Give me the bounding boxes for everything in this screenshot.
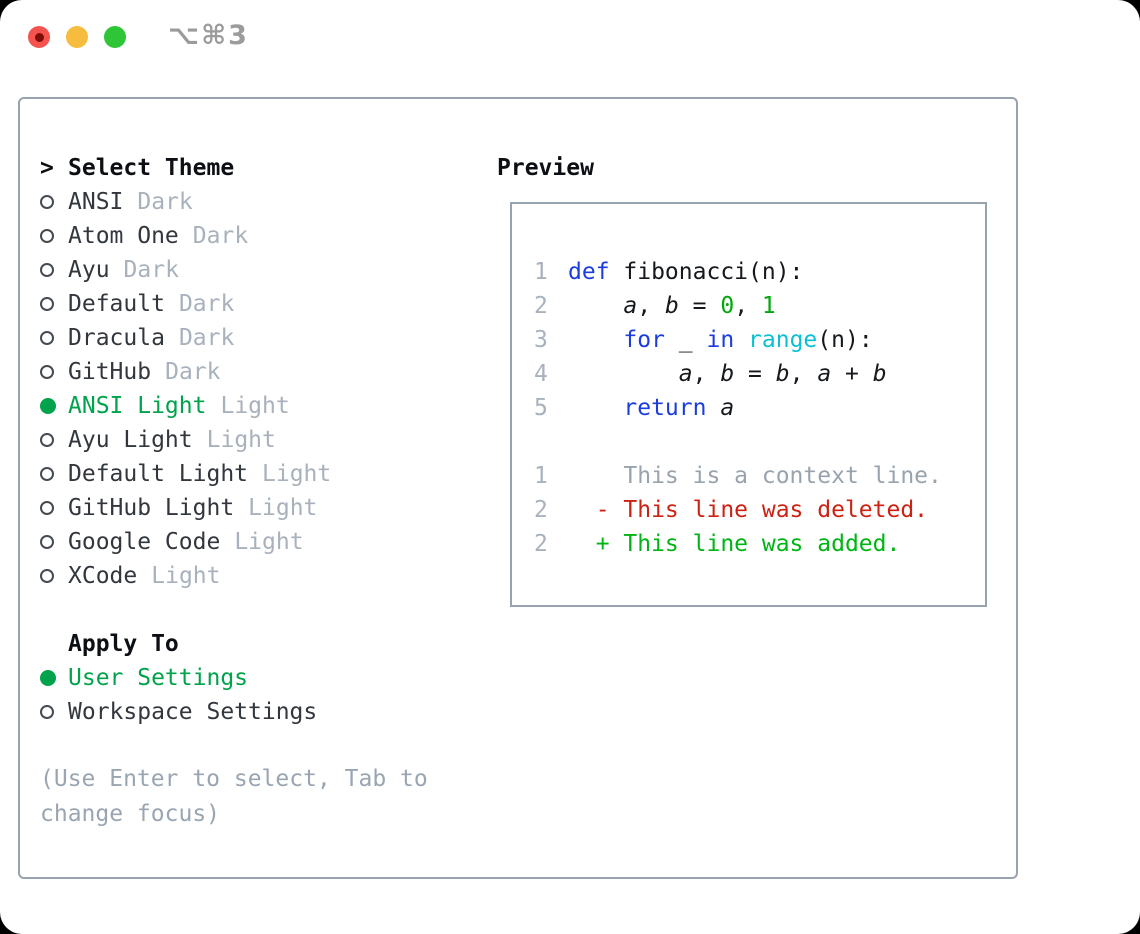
- radio-unselected-icon: [40, 705, 54, 719]
- radio-selected-icon: [40, 670, 56, 686]
- line-content: a, b = b, a + b: [678, 361, 887, 387]
- option-tag: Dark: [178, 325, 235, 351]
- radio-unselected-icon: [40, 263, 54, 277]
- option-label: GitHub Light: [68, 495, 235, 521]
- radio-selected-icon: [40, 398, 56, 414]
- option-tag: Dark: [137, 189, 193, 215]
- theme-option-atom-one[interactable]: Atom One Dark: [40, 219, 464, 253]
- option-tag: Light: [151, 563, 221, 589]
- option-tag: Dark: [178, 291, 235, 317]
- option-label: Ayu Light: [68, 427, 193, 453]
- preview-line: 1 def fibonacci(n):: [534, 255, 985, 289]
- option-label: Default: [68, 291, 165, 317]
- line-content: for _ in range(n):: [623, 327, 873, 353]
- option-tag: Dark: [165, 359, 221, 385]
- preview-line: 2 - This line was deleted.: [534, 493, 985, 527]
- option-label: Ayu: [68, 257, 110, 283]
- preview-line: 1 This is a context line.: [534, 459, 985, 493]
- line-number: 5: [534, 395, 548, 421]
- option-tag: Dark: [123, 257, 179, 283]
- option-tag: Light: [248, 495, 318, 521]
- option-tag: Light: [234, 529, 304, 555]
- theme-option-google-code[interactable]: Google Code Light: [40, 525, 464, 559]
- preview-line: 3 for _ in range(n):: [534, 323, 985, 357]
- option-label: User Settings: [68, 665, 249, 691]
- radio-unselected-icon: [40, 535, 54, 549]
- radio-unselected-icon: [40, 569, 54, 583]
- apply-to-title: Apply To: [68, 631, 179, 657]
- minimize-button[interactable]: [66, 26, 88, 48]
- line-number: 3: [534, 327, 548, 353]
- option-label: Dracula: [68, 325, 165, 351]
- line-content: This is a context line.: [568, 463, 942, 489]
- line-number: 2: [534, 497, 548, 523]
- apply-option-workspace-settings[interactable]: Workspace Settings: [40, 695, 464, 729]
- radio-unselected-icon: [40, 467, 54, 481]
- apply-option-user-settings[interactable]: User Settings: [40, 661, 464, 695]
- option-tag: Light: [262, 461, 332, 487]
- titlebar: ⌥⌘3: [0, 0, 1140, 75]
- theme-option-dracula[interactable]: Dracula Dark: [40, 321, 464, 355]
- theme-option-ansi[interactable]: ANSI Dark: [40, 185, 464, 219]
- close-button[interactable]: [28, 26, 50, 48]
- line-number: 1: [534, 463, 548, 489]
- theme-option-ansi-light[interactable]: ANSI Light Light: [40, 389, 464, 423]
- option-tag: Light: [206, 427, 276, 453]
- option-label: Google Code: [68, 529, 221, 555]
- option-tag: Dark: [192, 223, 249, 249]
- line-content: - This line was deleted.: [568, 497, 929, 523]
- select-theme-header-row: > Select Theme: [40, 151, 464, 185]
- close-button-dot-icon: [34, 32, 44, 42]
- line-content: def fibonacci(n):: [568, 259, 804, 285]
- select-theme-title: Select Theme: [68, 155, 235, 181]
- option-tag: Light: [220, 393, 290, 419]
- preview-line: 2 + This line was added.: [534, 527, 985, 561]
- line-content: + This line was added.: [568, 531, 901, 557]
- theme-option-default-light[interactable]: Default Light Light: [40, 457, 464, 491]
- radio-unselected-icon: [40, 365, 54, 379]
- radio-unselected-icon: [40, 229, 54, 243]
- theme-option-xcode[interactable]: XCode Light: [40, 559, 464, 593]
- preview-line: 5 return a: [534, 391, 985, 425]
- option-label: ANSI: [68, 189, 124, 215]
- option-label: GitHub: [68, 359, 152, 385]
- apply-to-header-row: Apply To: [40, 627, 464, 661]
- theme-option-ayu-light[interactable]: Ayu Light Light: [40, 423, 464, 457]
- line-number: 4: [534, 361, 548, 387]
- radio-unselected-icon: [40, 501, 54, 515]
- line-number: 2: [534, 531, 548, 557]
- preview-line: 4 a, b = b, a + b: [534, 357, 985, 391]
- radio-unselected-icon: [40, 195, 54, 209]
- prompt-caret-icon: >: [40, 155, 54, 181]
- line-content: a, b = 0, 1: [623, 293, 776, 319]
- line-number: 1: [534, 259, 548, 285]
- option-label: XCode: [68, 563, 138, 589]
- zoom-button[interactable]: [104, 26, 126, 48]
- keyboard-hint: (Use Enter to select, Tab to change focu…: [40, 766, 428, 827]
- theme-option-ayu[interactable]: Ayu Dark: [40, 253, 464, 287]
- option-label: ANSI Light: [68, 393, 207, 419]
- line-number: 2: [534, 293, 548, 319]
- traffic-lights: [28, 26, 126, 48]
- theme-option-github[interactable]: GitHub Dark: [40, 355, 464, 389]
- window-title: ⌥⌘3: [168, 20, 249, 51]
- radio-unselected-icon: [40, 297, 54, 311]
- theme-option-default[interactable]: Default Dark: [40, 287, 464, 321]
- preview-line: [534, 425, 985, 459]
- option-label: Atom One: [68, 223, 179, 249]
- radio-unselected-icon: [40, 331, 54, 345]
- option-label: Default Light: [68, 461, 249, 487]
- preview-title: Preview: [497, 155, 594, 181]
- preview-line: 2 a, b = 0, 1: [534, 289, 985, 323]
- option-label: Workspace Settings: [68, 699, 318, 725]
- line-content: return a: [623, 395, 735, 421]
- radio-unselected-icon: [40, 433, 54, 447]
- theme-option-github-light[interactable]: GitHub Light Light: [40, 491, 464, 525]
